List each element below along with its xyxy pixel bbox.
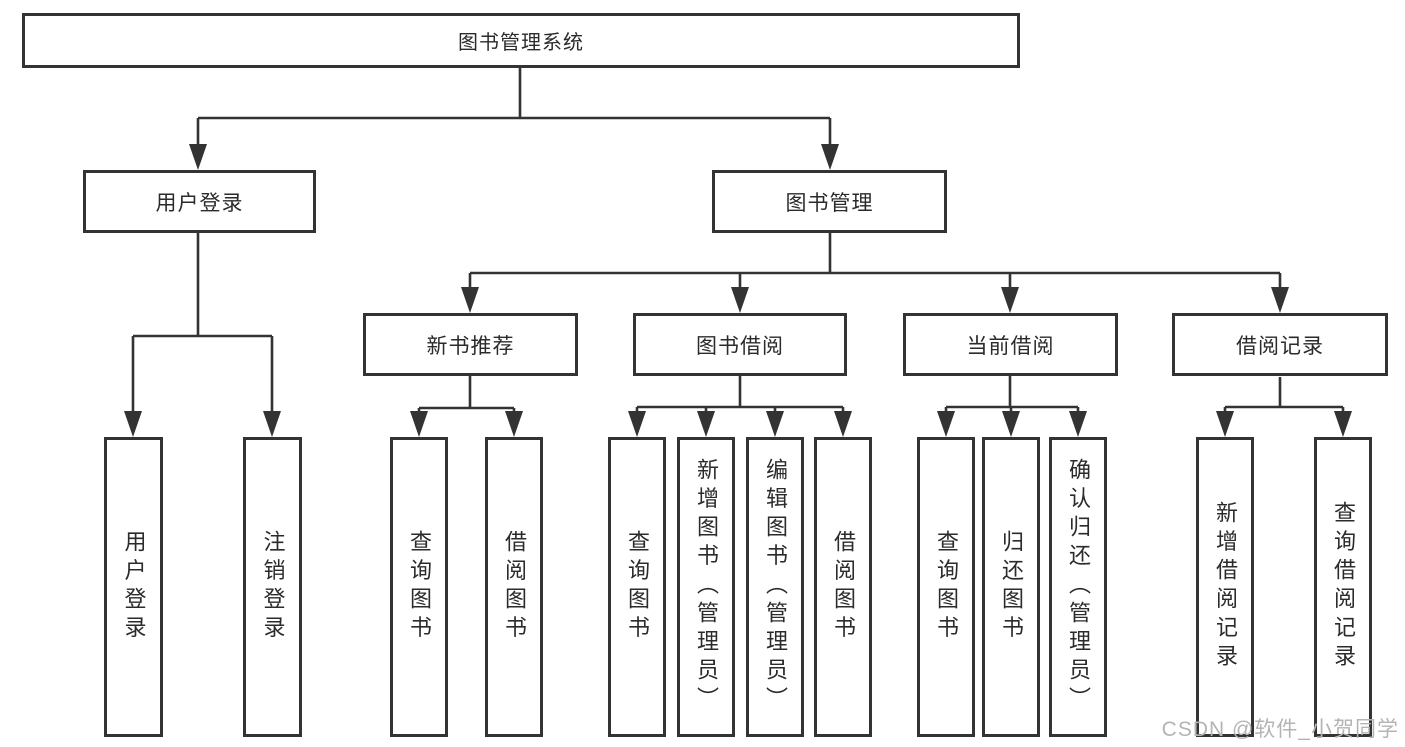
leaf-add-book-admin-label: 新增图书（管理员） [694,458,719,716]
leaf-borrow-books-recommend-label: 借阅图书 [502,529,527,645]
node-book-borrow-label: 图书借阅 [696,334,784,358]
leaf-add-borrow-record: 新增借阅记录 [1196,437,1254,737]
leaf-query-books-borrow: 查询图书 [608,437,666,737]
leaf-query-books-current-label: 查询图书 [934,529,959,645]
leaf-return-book: 归还图书 [982,437,1040,737]
leaf-edit-book-admin-label: 编辑图书（管理员） [763,458,788,716]
leaf-borrow-books: 借阅图书 [814,437,872,737]
leaf-add-borrow-record-label: 新增借阅记录 [1213,501,1238,673]
leaf-edit-book-admin: 编辑图书（管理员） [746,437,804,737]
leaf-query-books-recommend: 查询图书 [390,437,448,737]
leaf-borrow-books-recommend: 借阅图书 [485,437,543,737]
leaf-logout-label: 注销登录 [260,529,286,645]
leaf-query-books-borrow-label: 查询图书 [625,529,650,645]
leaf-query-borrow-record-label: 查询借阅记录 [1331,501,1356,673]
leaf-borrow-books-label: 借阅图书 [831,529,856,645]
node-book-borrow: 图书借阅 [633,313,847,376]
leaf-query-borrow-record: 查询借阅记录 [1314,437,1372,737]
node-new-book-recommend: 新书推荐 [363,313,578,376]
leaf-user-login: 用户登录 [104,437,163,737]
leaf-query-books-recommend-label: 查询图书 [407,529,432,645]
leaf-query-books-current: 查询图书 [917,437,975,737]
leaf-confirm-return-admin: 确认归还（管理员） [1049,437,1107,737]
node-borrow-records-label: 借阅记录 [1236,334,1324,358]
watermark: CSDN @软件_小贺同学 [1161,718,1399,741]
node-user-login: 用户登录 [83,170,316,233]
leaf-logout: 注销登录 [243,437,302,737]
node-root: 图书管理系统 [22,13,1020,68]
node-new-book-recommend-label: 新书推荐 [426,334,515,358]
node-borrow-records: 借阅记录 [1172,313,1388,376]
node-root-label: 图书管理系统 [458,32,584,54]
node-book-management-label: 图书管理 [785,191,874,215]
node-book-management: 图书管理 [712,170,947,233]
leaf-user-login-label: 用户登录 [121,529,147,645]
node-current-borrow-label: 当前借阅 [966,334,1055,358]
node-user-login-label: 用户登录 [155,191,244,215]
leaf-return-book-label: 归还图书 [999,529,1024,645]
leaf-confirm-return-admin-label: 确认归还（管理员） [1066,458,1091,716]
arrowheads [124,144,1352,437]
leaf-add-book-admin: 新增图书（管理员） [677,437,735,737]
node-current-borrow: 当前借阅 [903,313,1118,376]
